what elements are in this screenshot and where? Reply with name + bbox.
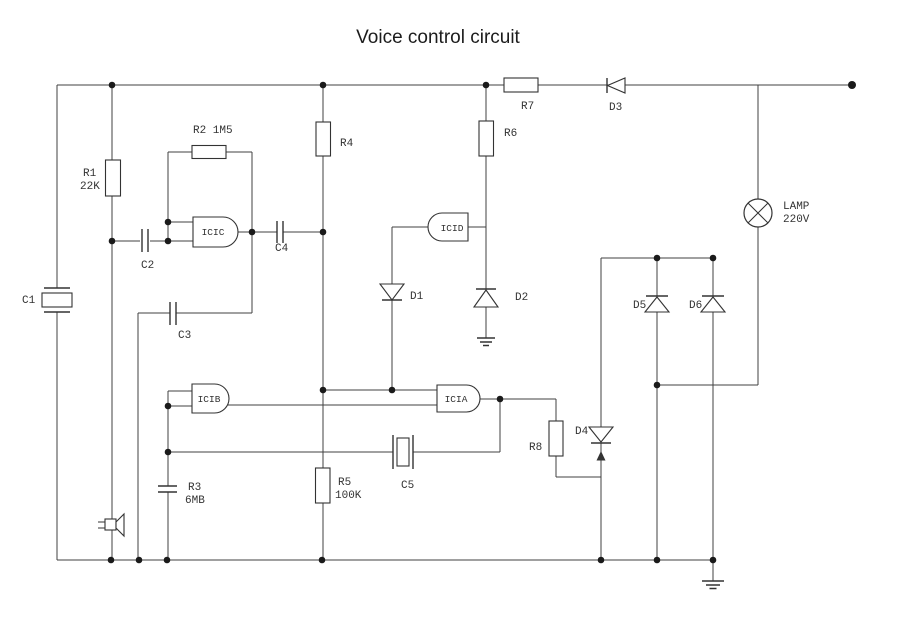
label-c3: C3 [178, 330, 191, 342]
label-r2: R2 1M5 [193, 125, 233, 137]
label-lamp-value: 220V [783, 214, 810, 226]
diode-d5 [643, 295, 671, 313]
resistor-r6 [478, 120, 495, 157]
label-icic: ICIC [202, 227, 225, 238]
label-r4: R4 [340, 138, 354, 150]
label-r3: R3 [188, 482, 201, 494]
label-lamp: LAMP [783, 201, 810, 213]
gate-icic [192, 216, 239, 248]
label-r3-value: 6MB [185, 495, 205, 507]
label-icia: ICIA [445, 394, 468, 405]
diode-d6 [699, 295, 727, 313]
label-r5: R5 [338, 477, 351, 489]
resistor-r2 [191, 144, 227, 160]
gate-icib [191, 383, 230, 414]
label-d4: D4 [575, 426, 589, 438]
capacitor-c4 [276, 221, 284, 243]
label-icib: ICIB [198, 394, 221, 405]
label-r6: R6 [504, 128, 517, 140]
ground-symbol-d2 [477, 337, 495, 347]
lamp-symbol [743, 198, 773, 228]
resistor-r4 [315, 121, 332, 157]
resistor-r5 [314, 467, 331, 504]
diode-d3 [606, 77, 626, 94]
diode-d1 [378, 283, 406, 301]
resistor-r7 [503, 77, 539, 93]
label-c2: C2 [141, 260, 154, 272]
label-r8: R8 [529, 442, 542, 454]
label-r1: R1 [83, 168, 97, 180]
label-icid: ICID [441, 223, 464, 234]
capacitor-c2 [141, 229, 149, 252]
resistor-r8 [548, 420, 564, 457]
crystal-c5 [392, 435, 414, 469]
diagram-title: Voice control circuit [356, 27, 520, 48]
wires [56, 84, 852, 581]
gate-icid [427, 212, 469, 242]
label-c4: C4 [275, 243, 289, 255]
label-d2: D2 [515, 292, 528, 304]
ground-symbol-d6 [702, 580, 724, 590]
label-c1: C1 [22, 295, 36, 307]
label-c5: C5 [401, 480, 414, 492]
capacitor-c1 [41, 287, 73, 313]
gate-icia [436, 384, 481, 413]
gate-arrow-icon [596, 451, 606, 461]
capacitor-r3 [158, 485, 177, 493]
speaker-icon [98, 512, 125, 538]
label-d3: D3 [609, 102, 622, 114]
label-d1: D1 [410, 291, 424, 303]
label-d6: D6 [689, 300, 702, 312]
diode-d4 [587, 426, 615, 461]
junction-dots [107, 81, 856, 564]
label-d5: D5 [633, 300, 646, 312]
label-r7: R7 [521, 101, 534, 113]
resistor-r1 [104, 159, 122, 197]
label-r5-value: 100K [335, 490, 362, 502]
label-r1-value: 22K [80, 181, 100, 193]
diode-d2 [472, 288, 500, 308]
capacitor-c3 [169, 302, 177, 325]
